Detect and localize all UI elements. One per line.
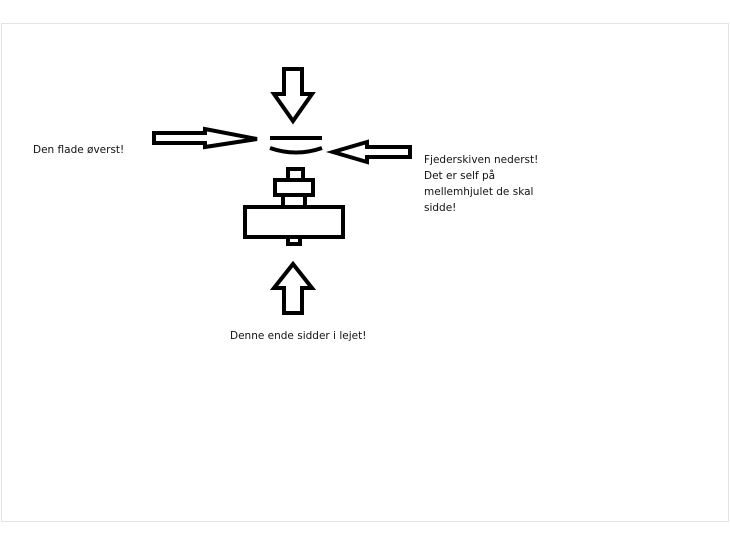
label-line: Det er self på (424, 170, 496, 182)
arrow-left-right (325, 139, 412, 165)
intermediate-gear (243, 205, 345, 239)
arrow-right-left (152, 126, 258, 150)
arrow-down-top (270, 67, 316, 125)
drawing-canvas (1, 23, 729, 522)
label-line: sidde! (424, 202, 457, 214)
label-line: mellemhjulet de skal (424, 186, 534, 198)
label-line: Fjederskiven nederst! (424, 154, 539, 166)
spring-washer (269, 146, 323, 155)
label-bearing-end: Denne ende sidder i lejet! (230, 330, 367, 342)
label-flat-top: Den flade øverst! (33, 144, 125, 156)
gear-hub (273, 178, 315, 197)
shaft-bottom (286, 235, 302, 246)
arrow-up-bottom (269, 260, 317, 315)
label-spring-washer: Fjederskiven nederst! Det er self på mel… (424, 152, 538, 216)
